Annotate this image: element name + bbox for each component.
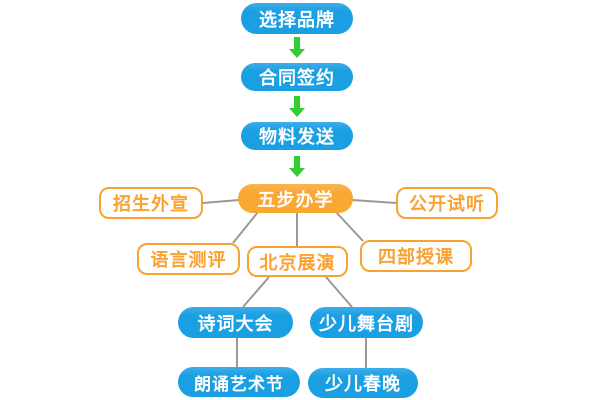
edge-beijingshow-stageplay	[325, 276, 353, 308]
edge-fivestep-fourpart	[335, 211, 364, 242]
gray-connectors	[202, 199, 397, 368]
node-enroll-publicity: 招生外宣	[99, 187, 203, 219]
node-kids-gala: 少儿春晚	[308, 368, 418, 398]
node-four-part: 四部授课	[360, 240, 472, 272]
node-language-test: 语言测评	[137, 243, 240, 275]
edge-beijingshow-poetry	[242, 276, 270, 308]
node-choose-brand: 选择品牌	[241, 3, 353, 34]
down-arrow-icon	[289, 37, 305, 58]
down-arrow-icon	[289, 156, 305, 177]
node-public-audition: 公开试听	[396, 187, 498, 219]
node-poetry-conference: 诗词大会	[178, 307, 293, 338]
node-material-send: 物料发送	[241, 122, 353, 150]
node-kids-stage-play: 少儿舞台剧	[310, 307, 423, 338]
edge-fivestep-audition	[351, 199, 397, 204]
green-arrows	[289, 37, 305, 177]
node-recital-festival: 朗诵艺术节	[178, 367, 300, 397]
down-arrow-icon	[289, 96, 305, 117]
node-five-step: 五步办学	[238, 184, 353, 213]
edge-fivestep-enroll	[202, 199, 240, 204]
edge-fivestep-languagetest	[232, 211, 259, 244]
node-contract-sign: 合同签约	[241, 63, 353, 91]
node-beijing-show: 北京展演	[247, 246, 348, 277]
